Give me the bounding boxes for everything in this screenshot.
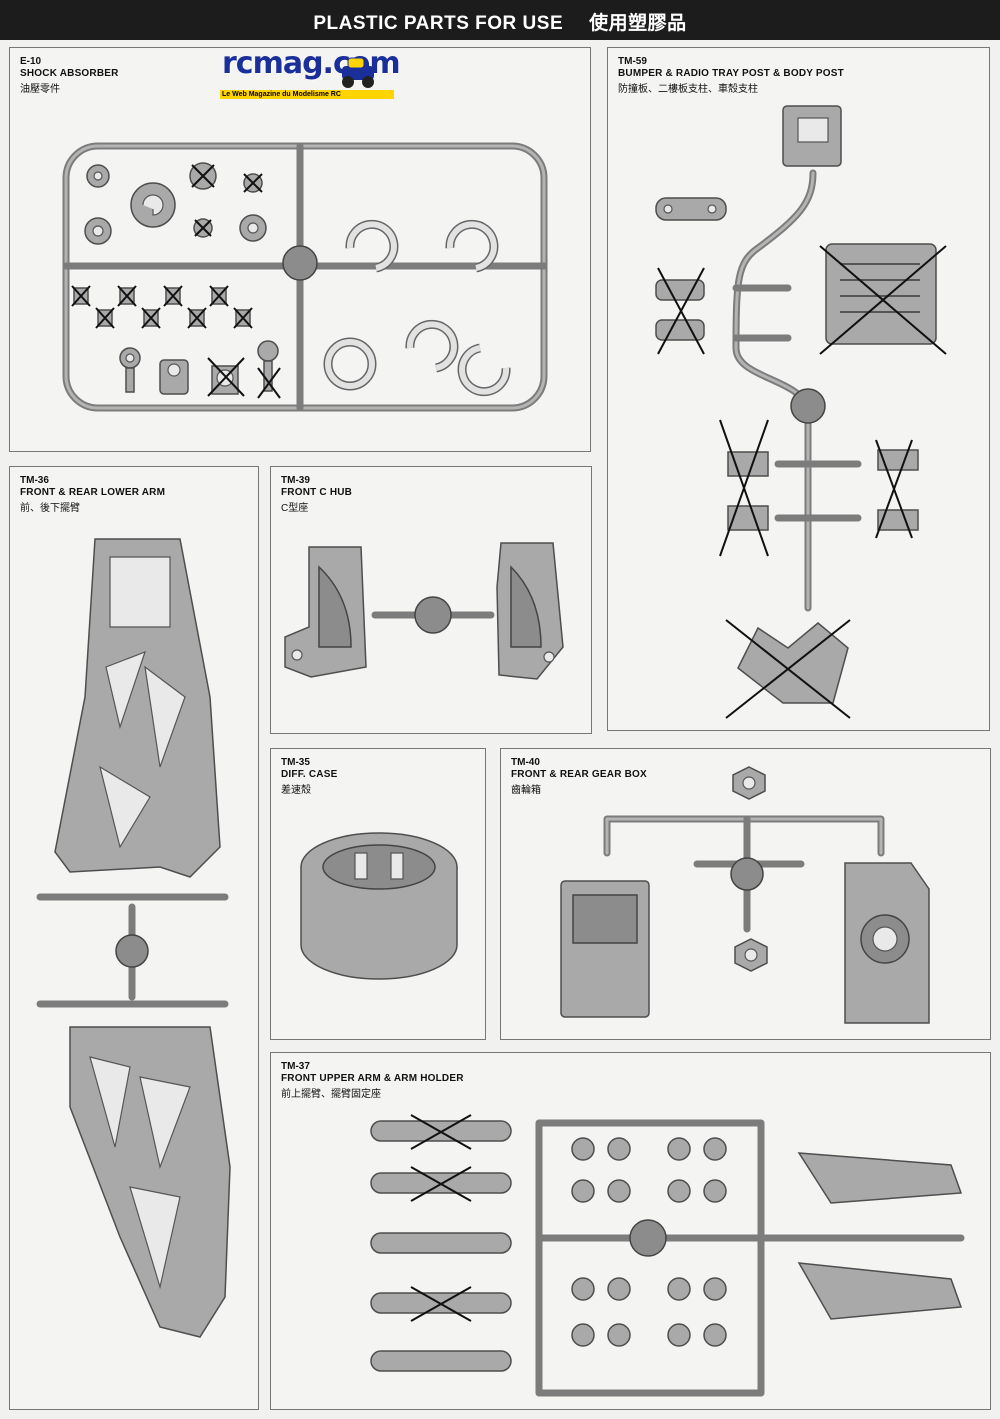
panel-tm40-gear-box: TM-40 FRONT & REAR GEAR BOX 齒輪箱 [500,748,991,1040]
page-title: PLASTIC PARTS FOR USE 使用塑膠品 [0,8,1000,35]
diff-case-drawing [300,832,458,980]
part-name-en: FRONT & REAR GEAR BOX [511,769,647,780]
part-name-cn: 差速殼 [281,785,311,796]
part-name-cn: 防撞板、二樓板支柱、車殼支柱 [618,84,758,95]
shock-parts-left [84,162,267,245]
panel-e10-shock-absorber: E-10 SHOCK ABSORBER 油壓零件 [9,47,591,452]
shock-small-parts-row [71,285,253,329]
part-name-en: SHOCK ABSORBER [20,68,119,79]
part-code: TM-40 [511,757,540,768]
shock-rod-ends [119,340,281,399]
sprue-gate-disc [282,245,318,281]
page-title-en: PLASTIC PARTS FOR USE [313,13,564,34]
part-name-en: FRONT C HUB [281,487,353,498]
part-name-cn: 齒輪箱 [511,785,541,796]
part-code: TM-37 [281,1061,310,1072]
part-name-cn: C型座 [281,503,309,514]
part-name-en: BUMPER & RADIO TRAY POST & BODY POST [618,68,844,79]
pivot-balls-grid [571,1137,727,1347]
panel-tm39-c-hub: TM-39 FRONT C HUB C型座 [270,466,592,734]
part-name-cn: 前上擺臂、擺臂固定座 [281,1089,381,1100]
arm-holder-links [370,1114,512,1372]
panel-tm35-diff-case: TM-35 DIFF. CASE 差速殼 [270,748,486,1040]
header-bar [0,0,1000,40]
shock-c-clips [323,219,511,397]
part-name-cn: 油壓零件 [20,84,60,95]
bumper-sprue-drawing [655,105,947,719]
gear-box-sprue-drawing [560,766,930,1024]
shock-absorber-sprue-drawing [62,142,548,412]
part-code: TM-36 [20,475,49,486]
part-name-en: FRONT & REAR LOWER ARM [20,487,166,498]
part-code: E-10 [20,56,42,67]
lower-arm-sprue-drawing [36,538,231,1338]
part-name-en: FRONT UPPER ARM & ARM HOLDER [281,1073,464,1084]
part-name-en: DIFF. CASE [281,769,338,780]
part-name-cn: 前、後下擺臂 [20,503,80,514]
c-hub-sprue-drawing [284,542,564,680]
part-code: TM-39 [281,475,310,486]
upper-arm-sprue-drawing [370,1114,965,1397]
page-title-cn: 使用塑膠品 [589,13,687,34]
part-code: TM-59 [618,56,647,67]
panel-tm59-bumper-posts: TM-59 BUMPER & RADIO TRAY POST & BODY PO… [607,47,990,731]
logo-tagline: Le Web Magazine du Modelisme RC [220,90,394,99]
panel-tm36-lower-arm: TM-36 FRONT & REAR LOWER ARM 前、後下擺臂 [9,466,259,1410]
panel-tm37-upper-arm: TM-37 FRONT UPPER ARM & ARM HOLDER 前上擺臂、… [270,1052,991,1410]
rcmag-logo: rcmag.com Le Web Magazine du Modelisme R… [218,46,401,104]
part-code: TM-35 [281,757,310,768]
rc-car-icon [342,57,374,88]
